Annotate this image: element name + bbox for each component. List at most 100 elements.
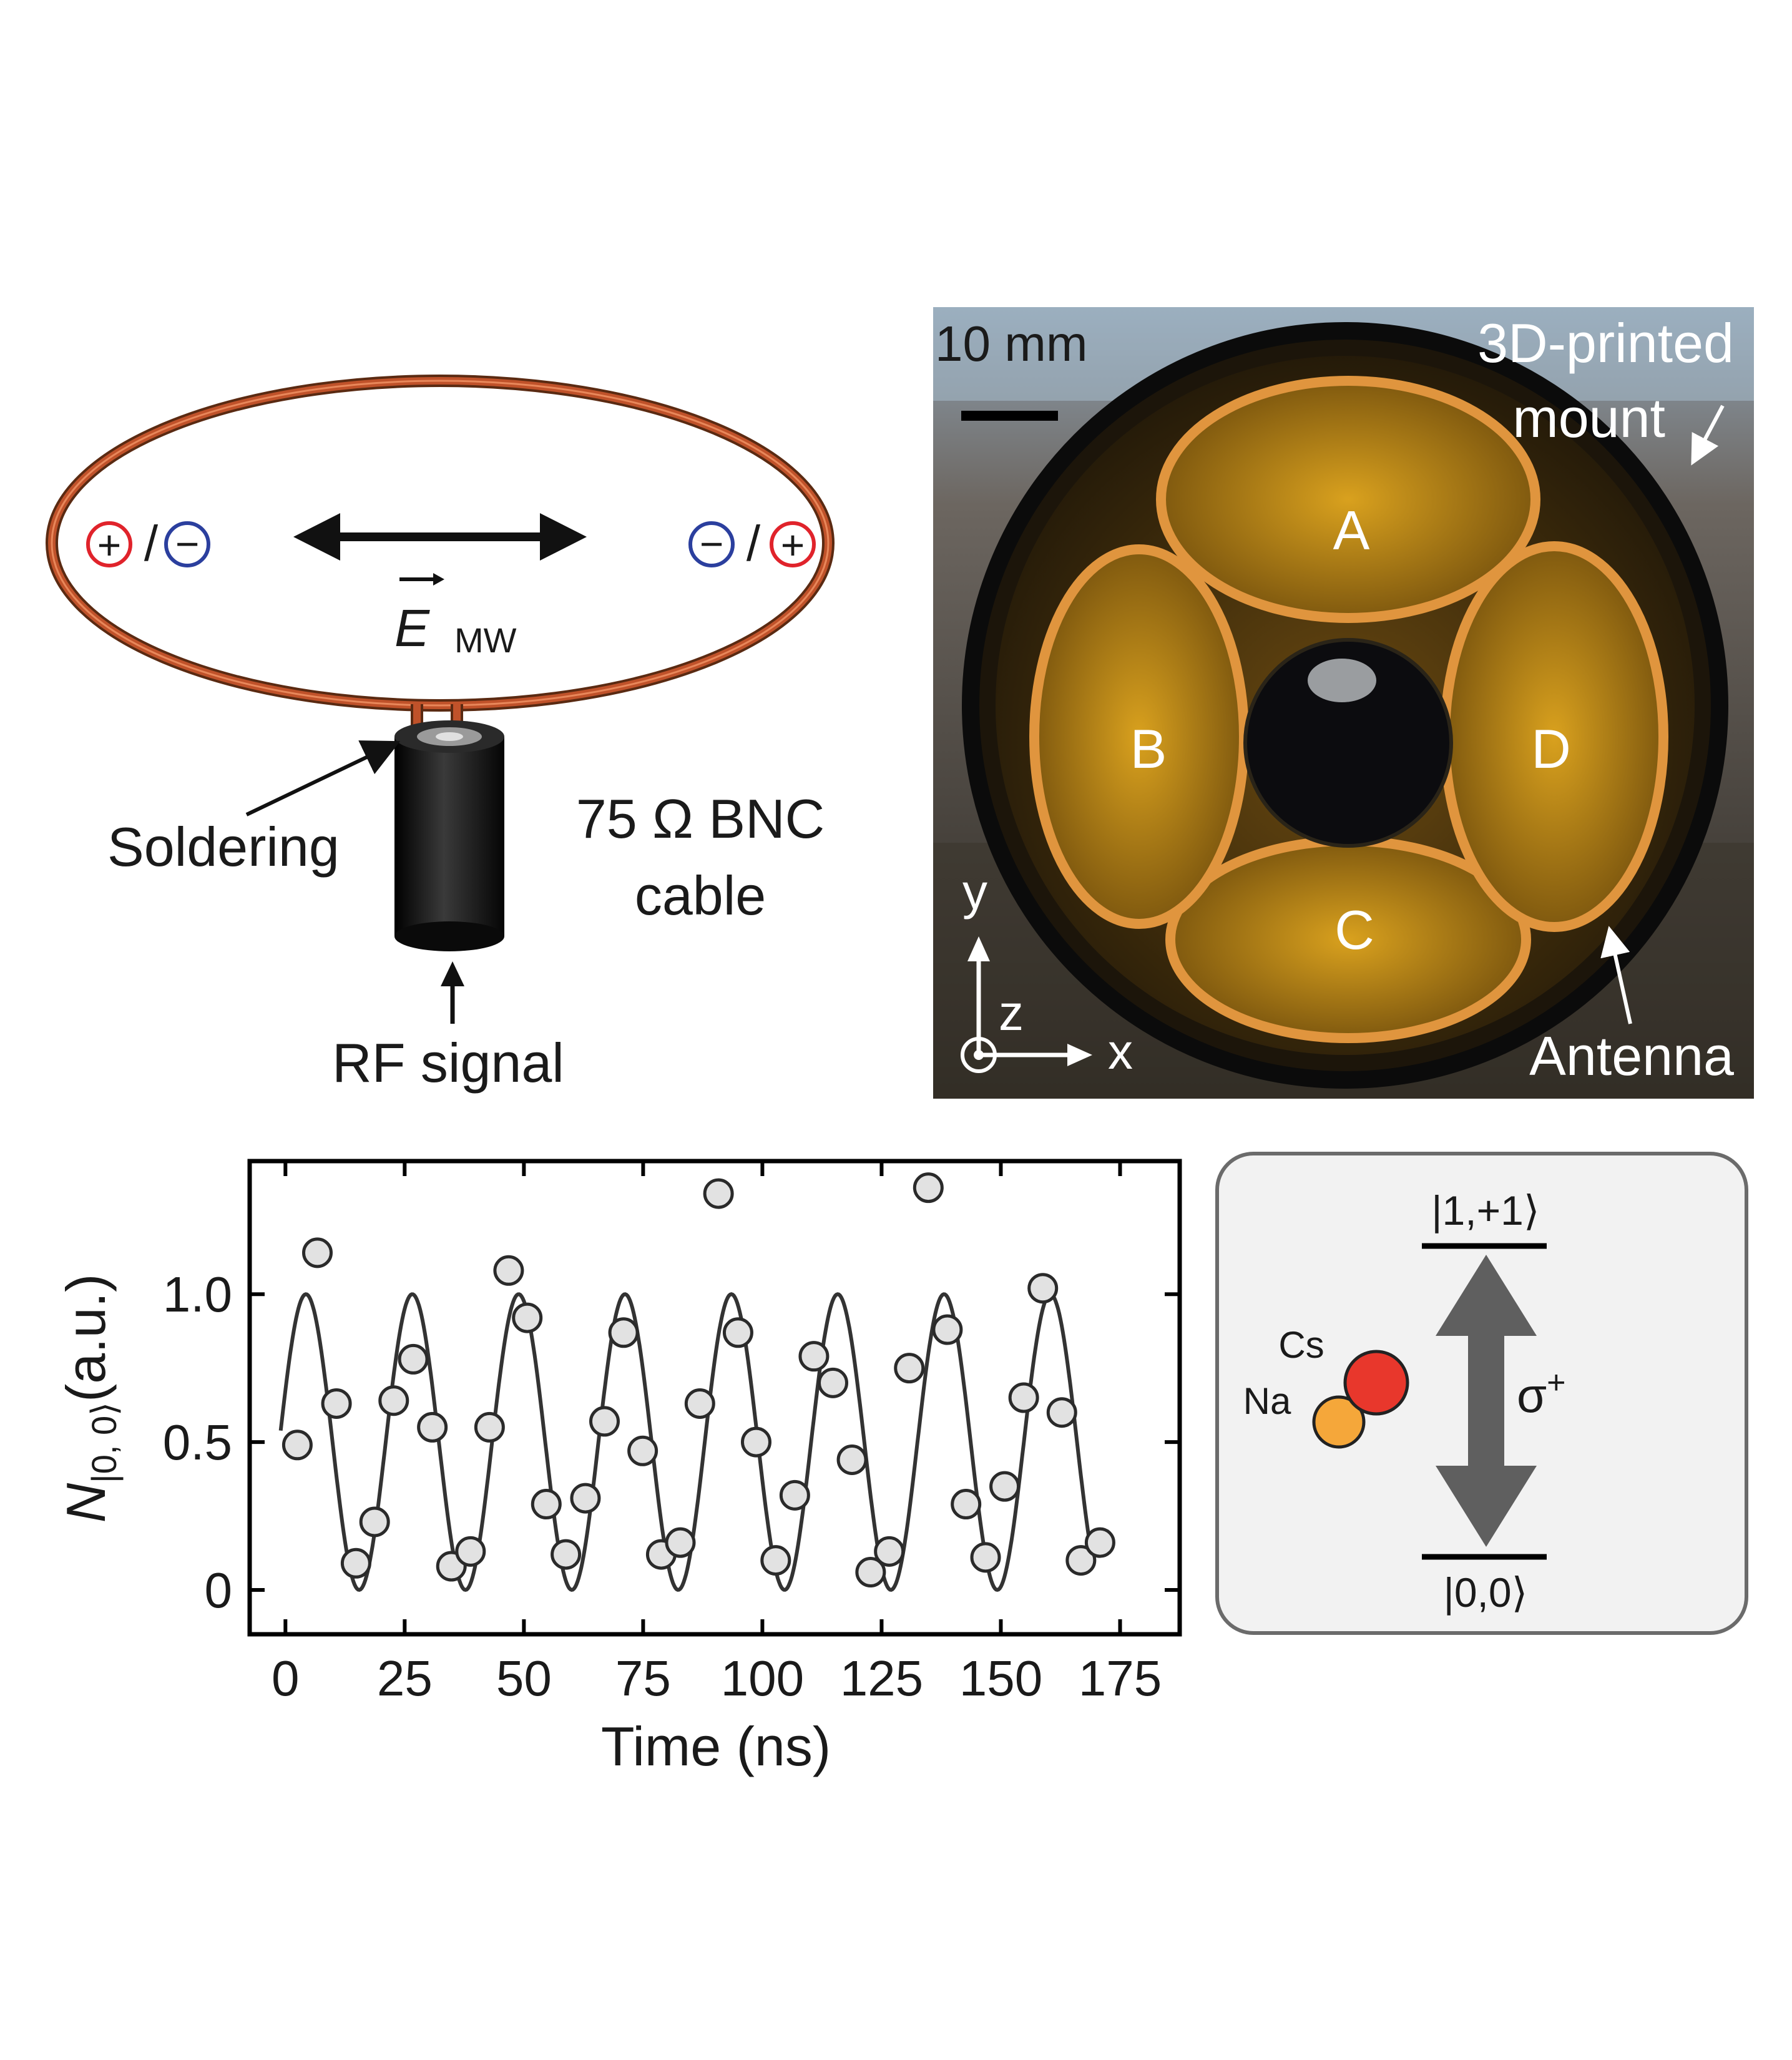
transition-sigma: σ <box>1517 1368 1547 1423</box>
na-atom-icon <box>1312 1395 1366 1449</box>
data-point <box>512 1302 543 1333</box>
data-points <box>282 1172 1115 1588</box>
data-point <box>740 1426 771 1458</box>
antenna-label: Antenna <box>1529 1025 1734 1087</box>
bnc-cable <box>394 720 504 951</box>
x-tick-label: 100 <box>721 1650 804 1706</box>
z-axis-out-of-page-icon <box>961 1037 997 1073</box>
coordinate-axes-icon <box>961 936 1092 1073</box>
plus-sign: + <box>781 522 805 568</box>
data-point <box>531 1489 562 1520</box>
plus-sign: + <box>97 522 122 568</box>
data-point <box>627 1435 659 1466</box>
y-axis-subscript: |0, 0⟩ <box>84 1402 124 1483</box>
y-tick-label: 0 <box>205 1562 233 1618</box>
data-point <box>302 1237 333 1268</box>
transition-label: σ+ <box>1517 1365 1566 1423</box>
e-field-double-arrow <box>293 513 587 561</box>
scale-bar-label: 10 mm <box>935 316 1088 371</box>
data-point <box>321 1388 352 1419</box>
data-point <box>474 1411 505 1443</box>
data-point <box>836 1444 868 1475</box>
e-field-label: E MW <box>394 573 517 660</box>
charge-separator: / <box>747 516 761 571</box>
y-axis-unit: (a.u.) <box>55 1274 117 1402</box>
data-point <box>760 1545 791 1576</box>
minus-sign: − <box>700 521 724 567</box>
data-point <box>455 1536 486 1567</box>
na-label: Na <box>1243 1380 1291 1422</box>
y-axis-label: N|0, 0⟩(a.u.) <box>55 1274 124 1523</box>
y-tick-label: 0.5 <box>163 1415 232 1470</box>
mount-pointer <box>1691 405 1725 466</box>
data-point <box>570 1483 601 1514</box>
charge-separator: / <box>144 516 159 571</box>
data-point <box>417 1411 448 1443</box>
x-tick-label: 175 <box>1079 1650 1162 1706</box>
data-point <box>913 1172 944 1204</box>
loop-antenna-wire-shine <box>51 380 830 707</box>
data-point <box>665 1527 696 1558</box>
upper-state-label: |1,+1⟩ <box>1431 1187 1539 1234</box>
data-point <box>684 1388 715 1419</box>
data-point <box>359 1506 390 1538</box>
x-tick-label: 150 <box>959 1650 1042 1706</box>
arrow-left-icon <box>293 513 340 561</box>
data-point <box>1065 1545 1097 1576</box>
chart-ticks <box>250 1161 1180 1634</box>
data-point <box>1008 1382 1039 1413</box>
x-tick-label: 75 <box>615 1650 671 1706</box>
cs-label: Cs <box>1278 1324 1324 1366</box>
cs-atom-icon <box>1343 1350 1409 1416</box>
x-tick-label: 0 <box>272 1650 300 1706</box>
y-axis-symbol: N <box>55 1483 117 1523</box>
arrow-down-icon <box>1436 1466 1537 1547</box>
data-point <box>551 1539 582 1570</box>
e-field-symbol: E <box>394 599 430 657</box>
axis-x-label: x <box>1108 1024 1133 1079</box>
data-point <box>1027 1273 1059 1304</box>
minus-charge-icon <box>688 521 735 567</box>
x-tick-label: 125 <box>840 1650 923 1706</box>
arrow-right-icon <box>540 513 587 561</box>
data-point <box>608 1317 639 1348</box>
antenna-loops <box>1029 376 1668 1043</box>
soldering-label: Soldering <box>107 816 340 878</box>
data-point <box>378 1385 409 1416</box>
mount-label-line1: 3D-printed <box>1477 312 1734 374</box>
cable-core <box>436 732 463 741</box>
x-axis-label: Time (ns) <box>601 1715 831 1777</box>
data-point <box>282 1430 313 1461</box>
antenna-label-a: A <box>1333 499 1370 561</box>
rf-input-arrow <box>441 961 464 1024</box>
antenna-label-c: C <box>1334 899 1374 961</box>
data-point <box>703 1178 734 1209</box>
mount-label-line2: mount <box>1512 387 1665 449</box>
data-point <box>951 1489 982 1520</box>
scale-bar <box>961 411 1058 421</box>
antenna-photo: 10 mm 3D-printed mount A B C D Antenna y… <box>933 307 1754 1099</box>
data-point <box>589 1406 620 1437</box>
soldering-pointer <box>245 740 401 817</box>
energy-level-diagram: |1,+1⟩ |0,0⟩ σ+ Cs Na <box>1215 1152 1748 1635</box>
data-point <box>874 1536 905 1567</box>
data-point <box>340 1547 371 1579</box>
axis-z-label: z <box>999 985 1024 1041</box>
plus-charge-icon <box>86 521 132 567</box>
transition-double-arrow <box>1436 1255 1537 1547</box>
data-point <box>970 1542 1001 1573</box>
lower-state-label: |0,0⟩ <box>1444 1569 1528 1616</box>
data-point <box>817 1367 848 1398</box>
y-tick-label: 1.0 <box>163 1267 232 1322</box>
molecule-icon <box>1312 1350 1409 1449</box>
rf-signal-label: RF signal <box>332 1032 564 1094</box>
antenna-label-b: B <box>1130 718 1167 780</box>
minus-sign: − <box>175 521 200 567</box>
right-charge-pair: − / + <box>688 516 816 571</box>
cable-label-line1: 75 Ω BNC <box>576 788 825 850</box>
data-point <box>798 1341 830 1372</box>
data-point <box>894 1353 925 1384</box>
left-charge-pair: + / − <box>86 516 210 571</box>
